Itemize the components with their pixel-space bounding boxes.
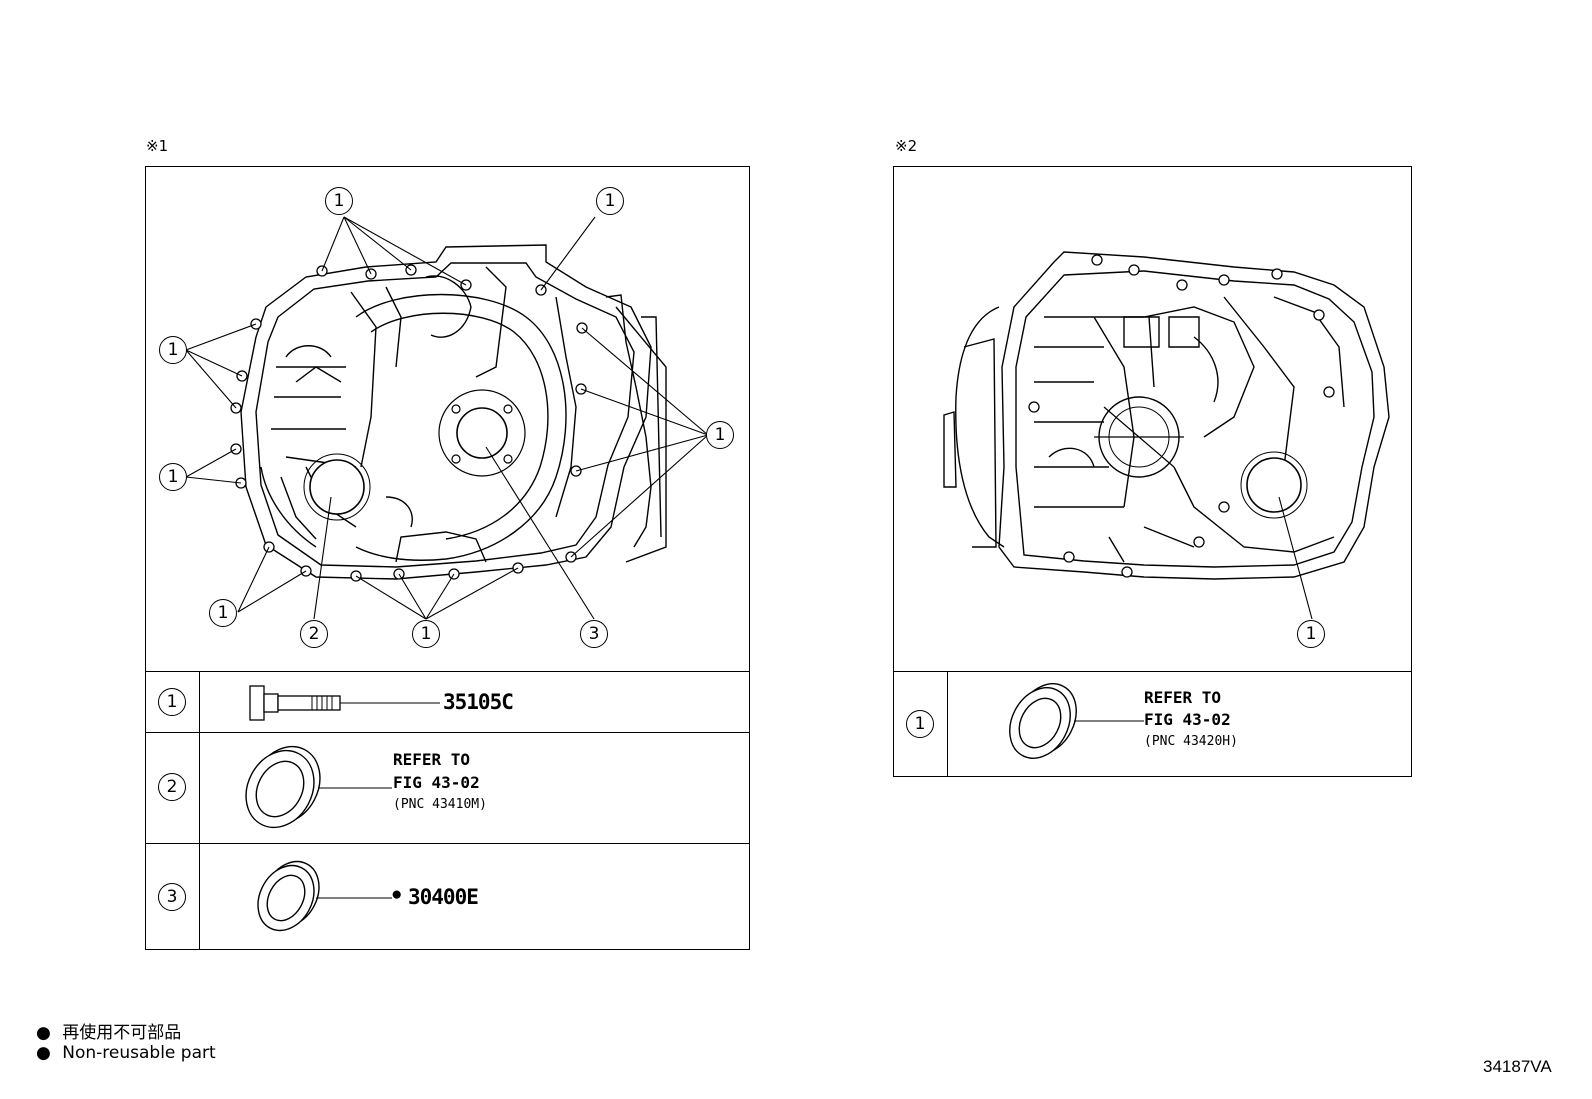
- legend-en-text: Non-reusable part: [62, 1043, 216, 1063]
- callout-1: 1: [1297, 620, 1325, 648]
- row-index: 3: [158, 883, 186, 911]
- transaxle-case-illustration-1: [185, 216, 709, 620]
- parts-row-2: 2 REFER TO FIG 43-02 (PNC 43410M): [146, 732, 749, 843]
- callout-3: 3: [580, 620, 608, 648]
- non-reusable-bullet-icon: ●: [36, 1023, 51, 1043]
- panel1-frame: 1 1 1 1 1 1 1 2 3 1 35105C 2: [145, 166, 750, 950]
- callout-2: 2: [300, 620, 328, 648]
- panel2-mark: ※2: [895, 137, 918, 155]
- refer-pnc-text: (PNC 43420H): [1144, 734, 1238, 749]
- callout-1-left-upper: 1: [159, 336, 187, 364]
- callout-1-right: 1: [706, 421, 734, 449]
- panel1-mark: ※1: [146, 137, 169, 155]
- callout-1-top-left: 1: [325, 187, 353, 215]
- transaxle-case-illustration-2: [943, 251, 1390, 620]
- legend-en: ● Non-reusable part: [36, 1043, 216, 1063]
- row-index: 1: [906, 710, 934, 738]
- legend-jp: ● 再使用不可部品: [36, 1018, 181, 1043]
- row-index: 1: [158, 688, 186, 716]
- parts-row-1: 1 35105C: [146, 671, 749, 732]
- parts-row-1: 1 REFER TO FIG 43-02 (PNC 43420H): [894, 671, 1411, 776]
- oil-seal-small-icon: [257, 860, 392, 932]
- row-index: 2: [158, 773, 186, 801]
- refer-figure-text: FIG 43-02: [393, 773, 480, 792]
- bolt-icon: [249, 685, 440, 721]
- panel2-frame: 1 1 REFER TO FIG 43-02 (PNC 43420H): [893, 166, 1412, 777]
- refer-to-text: REFER TO: [393, 750, 471, 769]
- callout-1-top-right: 1: [596, 187, 624, 215]
- oil-seal-icon: [245, 745, 392, 829]
- refer-to-text: REFER TO: [1144, 688, 1222, 707]
- part-number: 30400E: [408, 885, 479, 909]
- callout-1-bottom-middle: 1: [412, 620, 440, 648]
- row-index-cell: 3: [146, 844, 200, 949]
- refer-figure-text: FIG 43-02: [1144, 710, 1231, 729]
- row-index-cell: 2: [146, 733, 200, 843]
- non-reusable-bullet-icon: ●: [391, 884, 403, 905]
- row-index-cell: 1: [146, 672, 200, 732]
- legend-jp-text: 再使用不可部品: [62, 1023, 182, 1043]
- oil-seal-icon: [1009, 683, 1144, 759]
- callout-1-left-middle: 1: [159, 463, 187, 491]
- figure-code: 34187VA: [1483, 1057, 1552, 1076]
- part-number: 35105C: [443, 690, 514, 714]
- non-reusable-bullet-icon: ●: [36, 1043, 51, 1063]
- refer-pnc-text: (PNC 43410M): [393, 797, 487, 812]
- row-index-cell: 1: [894, 672, 948, 776]
- callout-1-bottom-left: 1: [209, 599, 237, 627]
- parts-row-3: 3 ● 30400E: [146, 843, 749, 949]
